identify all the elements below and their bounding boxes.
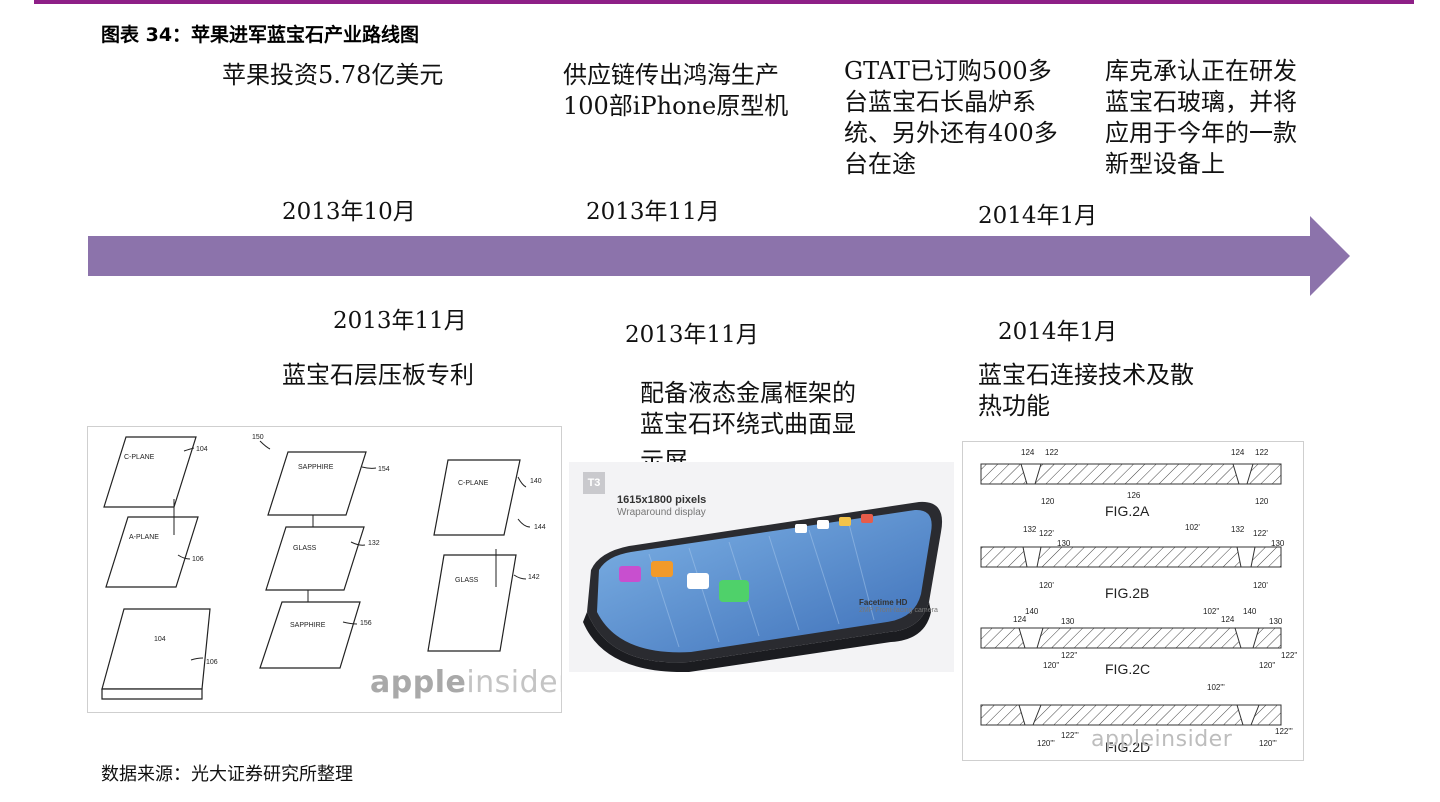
fig-2c-label: FIG.2C <box>1105 661 1150 677</box>
svg-text:122: 122 <box>1255 448 1269 457</box>
fig-2a-label: FIG.2A <box>1105 503 1150 519</box>
svg-text:120: 120 <box>1255 497 1269 506</box>
svg-text:120': 120' <box>1039 581 1054 590</box>
svg-text:124: 124 <box>1021 448 1035 457</box>
svg-text:122": 122" <box>1061 651 1077 660</box>
appleinsider-watermark: appleinsider <box>370 665 562 700</box>
event-top-1-date: 2013年10月 <box>282 199 416 225</box>
ref-142: 142 <box>528 574 540 581</box>
svg-text:102': 102' <box>1185 523 1200 532</box>
wraparound-display-render: T3 1615x1800 pixels Wraparound display F… <box>569 462 954 672</box>
t3-logo: T3 <box>583 472 605 494</box>
ref-106: 106 <box>192 556 204 563</box>
patent-laminate-image: C-PLANE A-PLANE C-PLANE SAPPHIRE GLASS S… <box>87 426 562 713</box>
event-bottom-3-text: 蓝宝石连接技术及散 热功能 <box>978 361 1194 420</box>
svg-text:122"': 122"' <box>1275 727 1293 736</box>
svg-text:122': 122' <box>1039 529 1054 538</box>
camera-subtitle: 2MP Front-facing camera <box>859 607 938 614</box>
label-a-plane: A-PLANE <box>129 534 159 541</box>
svg-text:120"': 120"' <box>1037 739 1055 748</box>
svg-text:130: 130 <box>1271 539 1285 548</box>
figure-title: 图表 34：苹果进军蓝宝石产业路线图 <box>101 24 420 46</box>
svg-text:122: 122 <box>1045 448 1059 457</box>
ref-156: 156 <box>360 620 372 627</box>
event-bottom-2-text: 配备液态金属框架的 蓝宝石环绕式曲面显 <box>640 379 856 438</box>
event-top-1-text: 苹果投资5.78亿美元 <box>222 61 444 89</box>
ref-104: 104 <box>196 446 208 453</box>
svg-text:140: 140 <box>1025 607 1039 616</box>
ref-144: 144 <box>534 524 546 531</box>
camera-title: Facetime HD <box>859 598 908 607</box>
event-bottom-1-text: 蓝宝石层压板专利 <box>282 361 474 389</box>
label-sapphire-b: SAPPHIRE <box>290 622 326 629</box>
ref-104-b: 104 <box>154 636 166 643</box>
event-top-4-date: 2014年1月 <box>978 203 1098 229</box>
event-top-3-text: GTAT已订购500多 台蓝宝石长晶炉系 统、另外还有400多 台在途 <box>844 57 1058 178</box>
ref-150: 150 <box>252 434 264 441</box>
event-top-2-text: 供应链传出鸿海生产 100部iPhone原型机 <box>563 61 789 120</box>
fig-2b-label: FIG.2B <box>1105 585 1149 601</box>
timeline-arrow <box>88 216 1350 296</box>
svg-text:124: 124 <box>1221 615 1235 624</box>
svg-text:126: 126 <box>1127 491 1141 500</box>
svg-text:120": 120" <box>1043 661 1059 670</box>
fig-2d-label: FIG.2D <box>1105 739 1150 755</box>
source-note: 数据来源：光大证券研究所整理 <box>101 764 353 785</box>
svg-text:124: 124 <box>1013 615 1027 624</box>
appleinsider-watermark-2: appleinsider <box>1091 727 1233 752</box>
svg-text:122": 122" <box>1281 651 1297 660</box>
svg-text:102": 102" <box>1203 607 1219 616</box>
svg-text:124: 124 <box>1231 448 1245 457</box>
svg-text:132: 132 <box>1023 525 1037 534</box>
label-glass-a: GLASS <box>293 545 317 552</box>
svg-text:120: 120 <box>1041 497 1055 506</box>
ref-154: 154 <box>378 466 390 473</box>
svg-text:132: 132 <box>1231 525 1245 534</box>
event-bottom-2-text-clipped: 示屏 <box>640 447 688 462</box>
render-title: 1615x1800 pixels <box>617 494 707 506</box>
svg-text:122': 122' <box>1253 529 1268 538</box>
label-c-plane-b: C-PLANE <box>458 480 489 487</box>
label-glass-b: GLASS <box>455 577 479 584</box>
render-subtitle: Wraparound display <box>617 507 706 518</box>
svg-text:120': 120' <box>1253 581 1268 590</box>
label-c-plane-a: C-PLANE <box>124 454 155 461</box>
event-top-2-date: 2013年11月 <box>586 199 720 225</box>
svg-text:120": 120" <box>1259 661 1275 670</box>
svg-text:130: 130 <box>1057 539 1071 548</box>
event-bottom-1-date: 2013年11月 <box>333 308 467 334</box>
svg-text:122"': 122"' <box>1061 731 1079 740</box>
label-sapphire-a: SAPPHIRE <box>298 464 334 471</box>
svg-text:140: 140 <box>1243 607 1257 616</box>
event-top-4-text: 库克承认正在研发 蓝宝石玻璃，并将 应用于今年的一款 新型设备上 <box>1105 57 1297 178</box>
svg-text:102"': 102"' <box>1207 683 1225 692</box>
svg-text:130: 130 <box>1269 617 1283 626</box>
svg-text:130: 130 <box>1061 617 1075 626</box>
top-rule <box>34 0 1414 4</box>
ref-132: 132 <box>368 540 380 547</box>
ref-140: 140 <box>530 478 542 485</box>
event-bottom-2-date: 2013年11月 <box>625 322 759 348</box>
event-bottom-3-date: 2014年1月 <box>998 319 1118 345</box>
svg-text:120"': 120"' <box>1259 739 1277 748</box>
ref-106-b: 106 <box>206 659 218 666</box>
